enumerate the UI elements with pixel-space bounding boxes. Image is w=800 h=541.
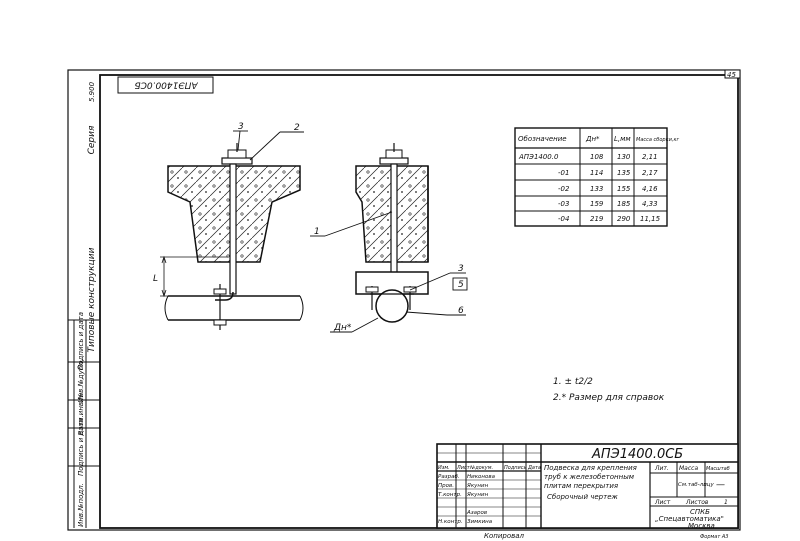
sheets-value: 1 — [724, 499, 728, 506]
inner-frame — [99, 74, 739, 529]
view-side — [355, 143, 429, 323]
callout-3-top: 3 — [238, 122, 244, 132]
spec-header-designation: Обозначение — [518, 135, 567, 143]
series-label: Серия — [87, 125, 97, 154]
spec-r1-c3: 2,17 — [642, 169, 658, 177]
role-1: Пров. — [438, 483, 454, 489]
name-4: Азаров — [466, 510, 487, 516]
strip-label-1: Инв.№подл. — [77, 483, 85, 527]
spec-table: Обозначение Дн* L,мм Масса сборки,кг АПЭ… — [514, 127, 679, 227]
spec-r0-c3: 2,11 — [642, 153, 658, 161]
spec-header-dn: Дн* — [585, 135, 600, 143]
strip-label-2: Подпись и дата — [77, 418, 85, 476]
name-line-2: труб к железобетонным — [544, 473, 635, 481]
callout-1: 1 — [314, 227, 320, 237]
spec-r3-c2: 185 — [617, 200, 631, 208]
org-line-1: СПКБ — [690, 508, 710, 516]
spec-r0-c2: 130 — [617, 153, 631, 161]
name-0: Никонова — [467, 474, 496, 480]
spec-r3-c3: 4,33 — [642, 200, 658, 208]
spec-r2-c3: 4,16 — [642, 185, 658, 193]
spec-r3-c1: 159 — [590, 200, 604, 208]
outer-frame — [67, 69, 741, 531]
callout-3-right: 3 — [458, 264, 464, 274]
doc-code: АПЭ1400.0СБ — [591, 447, 683, 462]
strip-label-3: Взам.инв.№ — [77, 392, 85, 435]
sheet-label: Лист — [654, 499, 671, 506]
note-2: 2.* Размер для справок — [553, 393, 665, 403]
spec-r2-c1: 133 — [590, 185, 603, 193]
org-line-3: Москва — [688, 522, 715, 530]
spec-header-mass: Масса сборки,кг — [636, 137, 679, 143]
spec-r0-c0: АПЭ1400.0 — [518, 153, 559, 161]
col-docnum: №докум. — [469, 465, 493, 471]
col-sign: Подпись — [504, 465, 527, 471]
spec-header-l: L,мм — [614, 135, 631, 143]
org-line-2: „Спецавтоматика" — [655, 515, 724, 523]
role-2: Т.контр. — [438, 492, 462, 498]
name-line-1: Подвеска для крепления — [544, 464, 637, 472]
spec-r1-c0: -01 — [558, 169, 569, 177]
strip-label-4: Инв.№дубл. — [77, 359, 85, 402]
title-block: АПЭ1400.0СБ Изм. Лист №докум. Подпись Да… — [436, 443, 739, 530]
spec-r4-c2: 290 — [617, 215, 631, 223]
col-list: Лист — [456, 465, 471, 471]
scale-value: — — [716, 480, 725, 490]
callout-6: 6 — [458, 306, 464, 316]
role-0: Разраб. — [438, 474, 460, 480]
view-front: L — [153, 143, 304, 330]
spec-r2-c2: 155 — [617, 185, 631, 193]
note-1: 1. ± t2/2 — [553, 377, 593, 387]
callout-2: 2 — [294, 123, 300, 133]
strip-label-5: Подпись и дата — [77, 312, 85, 370]
doc-type: Сборочный чертеж — [547, 493, 618, 501]
code-stamp: АПЭ1400.0СБ — [134, 80, 198, 90]
series-number: 5.900 — [88, 81, 96, 102]
spec-r4-c0: -04 — [558, 215, 569, 223]
scale-label: Масштаб — [706, 466, 730, 472]
col-date: Дата — [527, 465, 541, 471]
footer-format: Формат А3 — [700, 534, 728, 540]
spec-r1-c1: 114 — [590, 169, 603, 177]
spec-r4-c3: 11,15 — [640, 215, 661, 223]
mass-label: Масса — [679, 465, 698, 472]
footer-copied: Копировал — [484, 532, 525, 540]
spec-r1-c2: 135 — [617, 169, 631, 177]
side-title: Типовые конструкции — [87, 247, 97, 352]
col-izm: Изм. — [438, 465, 450, 471]
name-1: Якунин — [466, 483, 489, 489]
name-2: Якунин — [466, 492, 489, 498]
callout-5: 5 — [458, 280, 464, 290]
spec-r3-c0: -03 — [558, 200, 569, 208]
lit-label: Лит. — [654, 465, 669, 472]
dimension-L: L — [153, 274, 158, 284]
sheets-label: Листов — [685, 499, 709, 506]
dimension-Dn: Дн* — [333, 323, 352, 333]
role-3: Н.контр. — [438, 519, 463, 525]
spec-r4-c1: 219 — [590, 215, 604, 223]
spec-r2-c0: -02 — [558, 185, 570, 193]
mass-value: См.таб-лицу — [678, 482, 715, 488]
name-line-3: плитам перекрытия — [544, 482, 618, 490]
page-number: 45 — [727, 71, 736, 79]
name-3: Зимкина — [467, 519, 493, 525]
spec-r0-c1: 108 — [590, 153, 604, 161]
